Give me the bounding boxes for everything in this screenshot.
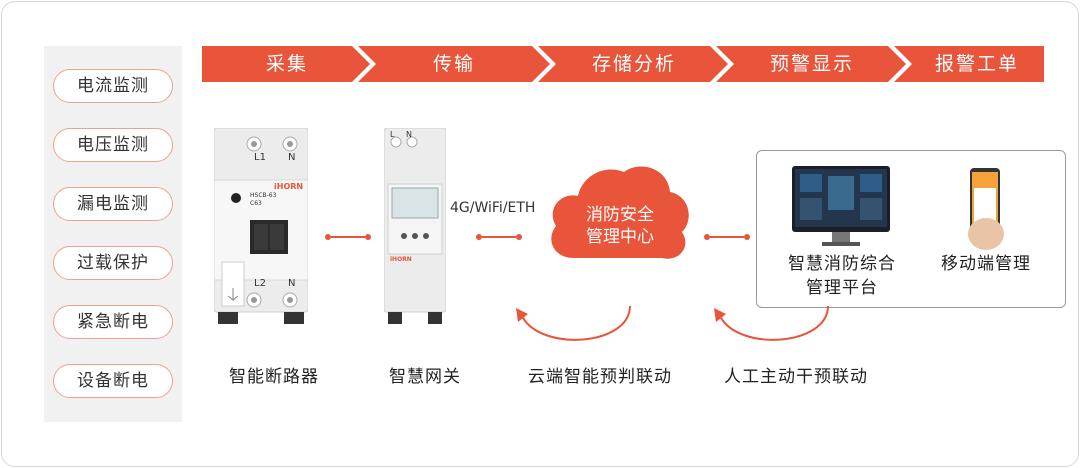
gateway-terminal-n: N — [406, 130, 412, 139]
phone-icon — [968, 168, 1004, 250]
flow-step-work-order: 报警工单 — [934, 53, 1019, 75]
flow-arrow-3 — [538, 46, 728, 82]
flow-arrow-1 — [202, 46, 370, 82]
feature-overload-protection: 过载保护 — [53, 246, 173, 280]
breaker-terminal-l2: L2 — [254, 278, 266, 289]
flow-step-collect: 采集 — [265, 53, 308, 75]
connector-dot — [476, 234, 482, 240]
breaker-illustration — [213, 127, 309, 324]
process-flow: 采集 传输 存储分析 预警显示 报警工单 — [202, 46, 1044, 82]
breaker-terminal-l1: L1 — [254, 152, 266, 163]
gateway-terminal-l: L — [390, 130, 395, 139]
monitor-icon — [792, 166, 890, 246]
feature-emergency-cutoff: 紧急断电 — [53, 305, 173, 339]
connector-line-gateway-cloud — [482, 236, 516, 238]
connector-dot — [325, 234, 331, 240]
cloud-linkage-caption: 云端智能预判联动 — [528, 367, 672, 387]
connector-line-breaker-gateway — [331, 236, 365, 238]
linkage-arcs — [516, 305, 829, 341]
smart-gateway-device: L N iHORN — [383, 127, 447, 328]
flow-arrow-4 — [716, 46, 906, 82]
flow-arrow-2 — [358, 46, 550, 82]
flow-step-store-analyze: 存储分析 — [591, 53, 676, 75]
flow-step-alert-display: 预警显示 — [769, 53, 854, 75]
flow-arrow-5 — [894, 46, 1044, 82]
pc-platform-caption-line1: 智慧消防综合 — [788, 254, 896, 274]
breaker-caption: 智能断路器 — [229, 367, 319, 387]
gateway-illustration — [383, 127, 447, 324]
manual-linkage-caption: 人工主动干预联动 — [724, 367, 868, 387]
smart-breaker-device: L1 N iHORN HSCB-63 C63 L2 N — [213, 127, 309, 328]
feature-device-cutoff: 设备断电 — [53, 364, 173, 398]
breaker-terminal-n-top: N — [288, 152, 296, 163]
mobile-device — [964, 168, 1008, 256]
pc-platform-device — [792, 166, 890, 254]
feature-voltage-monitoring: 电压监测 — [53, 128, 173, 162]
pc-platform-caption-line2: 管理平台 — [806, 278, 878, 298]
breaker-model: HSCB-63 — [250, 192, 277, 199]
flow-step-transmit: 传输 — [432, 53, 475, 75]
cloud-icon — [551, 166, 689, 259]
cloud-center: 消防安全 管理中心 — [544, 158, 694, 272]
feature-leakage-monitoring: 漏电监测 — [53, 187, 173, 221]
feature-current-monitoring: 电流监测 — [53, 69, 173, 103]
gateway-brand: iHORN — [390, 256, 412, 263]
connector-dot — [516, 234, 522, 240]
gateway-caption: 智慧网关 — [389, 367, 461, 387]
connector-line-cloud-platform — [710, 236, 744, 238]
feature-panel — [44, 46, 182, 422]
mobile-caption: 移动端管理 — [941, 254, 1031, 274]
breaker-terminal-n-bottom: N — [288, 278, 296, 289]
breaker-brand: iHORN — [274, 182, 304, 191]
connector-dot — [704, 234, 710, 240]
connector-dot — [744, 234, 750, 240]
connector-dot — [365, 234, 371, 240]
cloud-label-line1: 消防安全 — [586, 205, 654, 225]
link-protocol-label: 4G/WiFi/ETH — [450, 200, 536, 216]
breaker-rating: C63 — [250, 200, 262, 207]
cloud-label-line2: 管理中心 — [586, 227, 654, 247]
flow-arrows — [202, 46, 1044, 82]
